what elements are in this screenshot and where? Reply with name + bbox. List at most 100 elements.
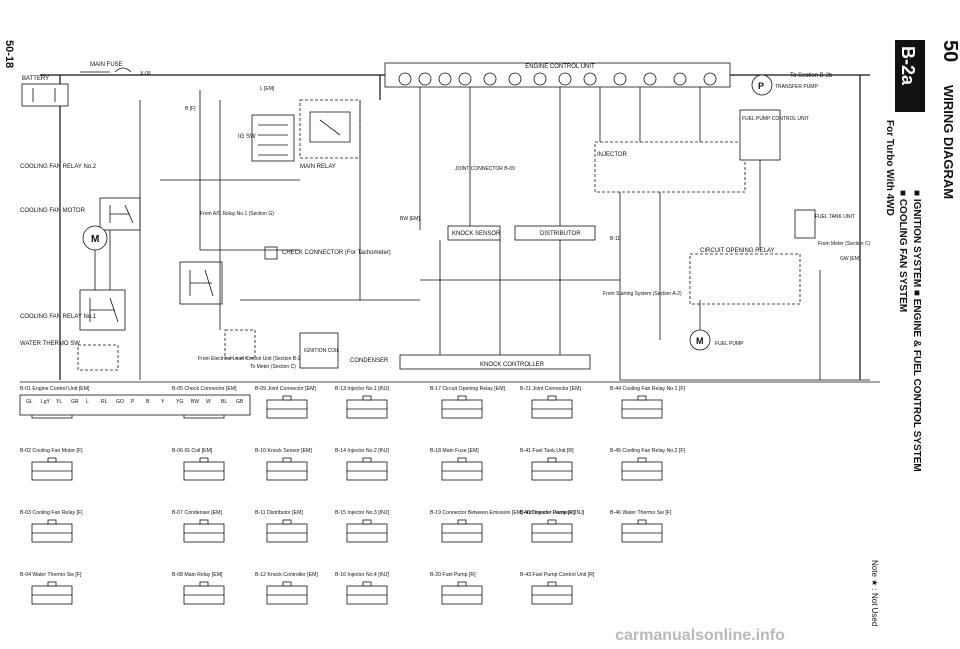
to-section-label: To Section B-2b bbox=[790, 73, 833, 79]
main-fuse-label: MAIN FUSE bbox=[90, 62, 123, 68]
check-connector bbox=[264, 246, 278, 260]
svg-text:M: M bbox=[696, 336, 704, 346]
ig-sw-label: IG SW bbox=[238, 134, 256, 140]
pin-label: BL bbox=[221, 399, 227, 405]
ignition-coil-label: IGNITION COIL bbox=[304, 348, 340, 354]
connector-b-41: B-41 Fuel Tank Unit [R] bbox=[520, 448, 574, 481]
connector-b-02: B-02 Cooling Fan Motor [F] bbox=[20, 448, 83, 481]
connector-latch bbox=[547, 395, 557, 401]
connector-latch bbox=[637, 519, 647, 525]
connector-label: B-41 Fuel Tank Unit [R] bbox=[520, 448, 574, 454]
condenser-label: CONDENSER bbox=[350, 358, 389, 364]
connector-latch bbox=[47, 457, 57, 463]
connector-b-04: B-04 Water Thermo Sw [F] bbox=[20, 572, 82, 605]
connector-label: B-12 Knock Controller [EM] bbox=[255, 572, 318, 578]
connector-b-07: B-07 Condenser [EM] bbox=[172, 510, 225, 543]
connector-b-44: B-44 Cooling Fan Relay No.1 [F] bbox=[610, 386, 686, 419]
connector-label: B-14 Injector No.2 [INJ] bbox=[335, 448, 389, 454]
transfer-pump bbox=[751, 74, 773, 96]
pin-label: GL bbox=[26, 399, 33, 405]
connector-latch bbox=[547, 519, 557, 525]
connector-b-20: B-20 Fuel Pump [R] bbox=[430, 572, 483, 605]
connector-b-12: B-12 Knock Controller [EM] bbox=[255, 572, 318, 605]
watermark: carmanualsonline.info bbox=[615, 627, 785, 644]
connector-label: B-18 Main Fuse [EM] bbox=[430, 448, 479, 454]
connector-latch bbox=[457, 581, 467, 587]
knock-controller bbox=[399, 354, 591, 370]
connector-b-19: B-19 Connector Between Emission [EM] And… bbox=[430, 510, 585, 543]
main-relay-box bbox=[299, 99, 361, 159]
injector-label: INJECTOR bbox=[597, 152, 628, 158]
connector-label: B-10 Knock Sensor [EM] bbox=[255, 448, 312, 454]
note-text: Note ★ : Not Used bbox=[870, 560, 879, 626]
ignition-coil bbox=[299, 332, 339, 369]
connector-latch bbox=[362, 457, 372, 463]
connector-label: B-20 Fuel Pump [R] bbox=[430, 572, 476, 578]
injector-group bbox=[594, 141, 746, 193]
section-title: WIRING DIAGRAM bbox=[941, 85, 956, 199]
connector-latch bbox=[282, 519, 292, 525]
from-starting-label: From Starting System (Section A-2) bbox=[603, 291, 682, 297]
ecu-label: ENGINE CONTROL UNIT bbox=[525, 64, 595, 70]
connector-latch bbox=[362, 519, 372, 525]
connector-latch bbox=[47, 519, 57, 525]
svg-text:GW [EM]: GW [EM] bbox=[840, 256, 861, 262]
joint-connector-label: JOINT CONNECTOR B-09 bbox=[455, 166, 515, 172]
connector-grid: B-01 Engine Control Unit [EM]B-02 Coolin… bbox=[19, 386, 686, 605]
connector-latch bbox=[199, 519, 209, 525]
connector-latch bbox=[547, 581, 557, 587]
check-connector-label: CHECK CONNECTOR (For Tachometer) bbox=[282, 250, 391, 256]
page-code: B-2a bbox=[898, 46, 918, 86]
pin-label: L bbox=[86, 399, 89, 405]
connector-latch bbox=[362, 581, 372, 587]
connector-label: B-42 Transfer Pump [R] bbox=[520, 510, 575, 516]
ecu-pins bbox=[398, 72, 717, 86]
connector-b-11: B-11 Distributor [EM] bbox=[255, 510, 308, 543]
connector-b-46: B-46 Water Thermo Sw [F] bbox=[610, 510, 672, 543]
cooling-fan-relay-2-label: COOLING FAN RELAY No.2 bbox=[20, 164, 97, 170]
connector-label: B-46 Water Thermo Sw [F] bbox=[610, 510, 672, 516]
connector-latch bbox=[457, 395, 467, 401]
knock-controller-label: KNOCK CONTROLLER bbox=[480, 362, 545, 368]
connector-label: B-21 Joint Connector [EM] bbox=[520, 386, 581, 392]
connector-label: B-07 Condenser [EM] bbox=[172, 510, 222, 516]
connector-b-17: B-17 Circuit Opening Relay [EM] bbox=[430, 386, 506, 419]
pin-label: YL bbox=[56, 399, 62, 405]
knock-sensor-label: KNOCK SENSOR bbox=[452, 231, 501, 237]
distributor-label: DISTRIBUTOR bbox=[540, 231, 581, 237]
cooling-fan-motor-label: COOLING FAN MOTOR bbox=[20, 208, 86, 214]
connector-b-21: B-21 Joint Connector [EM] bbox=[520, 386, 581, 419]
svg-text:X-09: X-09 bbox=[140, 71, 151, 77]
svg-text:BW [EM]: BW [EM] bbox=[400, 216, 420, 222]
connector-label: B-05 Check Connector [EM] bbox=[172, 386, 237, 392]
connector-latch bbox=[199, 581, 209, 587]
pin-label: Y bbox=[161, 399, 165, 405]
connector-label: B-19 Connector Between Emission [EM] And… bbox=[430, 510, 585, 516]
connector-latch bbox=[457, 457, 467, 463]
connector-b-45: B-45 Cooling Fan Relay No.2 [F] bbox=[610, 448, 686, 481]
pin-label: B bbox=[146, 399, 150, 405]
connector-b-03: B-03 Cooling Fan Relay [F] bbox=[20, 510, 83, 543]
fuel-pump-control-unit bbox=[739, 109, 781, 161]
connector-b-42: B-42 Transfer Pump [R] bbox=[520, 510, 575, 543]
svg-text:P: P bbox=[758, 81, 764, 91]
page-header: 50 WIRING DIAGRAM B-2a For Turbo With 4W… bbox=[870, 40, 960, 626]
water-thermo-switch-2 bbox=[224, 329, 256, 359]
connector-label: B-08 Main Relay [EM] bbox=[172, 572, 223, 578]
svg-text:B [F]: B [F] bbox=[185, 106, 196, 112]
connector-latch bbox=[362, 395, 372, 401]
cooling-fan-relay-1-label: COOLING FAN RELAY No.1 bbox=[20, 314, 97, 320]
connector-latch bbox=[282, 581, 292, 587]
from-meter-label: From Meter (Section C) bbox=[818, 241, 871, 247]
battery-symbol bbox=[21, 83, 69, 107]
fuel-tank-unit bbox=[794, 209, 816, 239]
pin-label: LgY bbox=[41, 399, 51, 405]
pin-label: P bbox=[131, 399, 135, 405]
to-meter-label: To Meter (Section C) bbox=[250, 364, 296, 370]
distributor bbox=[514, 225, 596, 241]
connector-label: B-45 Cooling Fan Relay No.2 [F] bbox=[610, 448, 686, 454]
connector-b-16: B-16 Injector No.4 [INJ] bbox=[335, 572, 389, 605]
connector-label: B-03 Cooling Fan Relay [F] bbox=[20, 510, 83, 516]
